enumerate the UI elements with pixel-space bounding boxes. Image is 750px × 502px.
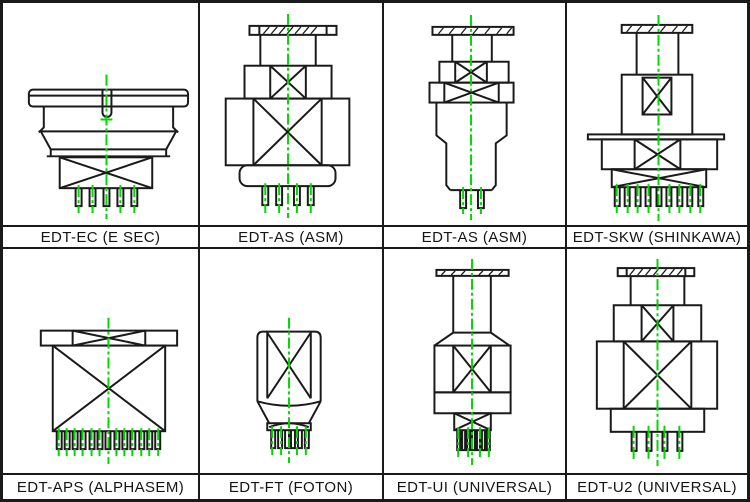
edt-u2-figure — [595, 259, 719, 466]
edt-as-1-drawing — [200, 3, 382, 225]
edt-as-1-centerlines — [264, 13, 312, 219]
knurl-hatch — [629, 268, 683, 276]
edt-skw-outline — [586, 23, 726, 208]
edt-ec-centerlines — [77, 74, 136, 220]
cell-edt-ft: EDT-FT (FOTON) — [200, 249, 384, 499]
edt-skw-drawing — [567, 3, 747, 225]
edt-skw-centerlines — [615, 14, 702, 222]
edt-as-2-figure — [428, 14, 515, 221]
edt-as-2-outline — [428, 25, 515, 210]
edt-aps-drawing — [3, 249, 198, 473]
knurl-hatch — [262, 26, 318, 35]
cell-edt-ec: EDT-EC (E SEC) — [3, 3, 200, 249]
cell-edt-aps: EDT-APS (ALPHASEM) — [3, 249, 200, 499]
edt-skw-label: EDT-SKW (SHINKAWA) — [567, 225, 747, 247]
knurl-hatch — [440, 270, 504, 276]
edt-ft-drawing — [200, 249, 382, 473]
cell-edt-as-2: EDT-AS (ASM) — [384, 3, 567, 249]
edt-ui-label: EDT-UI (UNIVERSAL) — [384, 473, 565, 499]
edt-skw-figure — [586, 14, 726, 222]
label-text: EDT-UI (UNIVERSAL) — [396, 478, 553, 496]
edt-ui-figure — [433, 258, 512, 466]
label-text: EDT-SKW (SHINKAWA) — [572, 228, 742, 246]
label-text: EDT-U2 (UNIVERSAL) — [577, 478, 737, 496]
knurl-hatch — [437, 27, 513, 35]
edt-as-2-label: EDT-AS (ASM) — [384, 225, 565, 247]
label-text: EDT-AS (ASM) — [238, 228, 344, 246]
edt-as-1-figure — [224, 13, 351, 219]
edt-aps-centerlines — [57, 317, 160, 465]
edt-aps-label: EDT-APS (ALPHASEM) — [3, 473, 198, 499]
edt-u2-centerlines — [632, 259, 681, 466]
edt-ft-outline — [256, 330, 322, 450]
knurl-hatch — [626, 25, 688, 33]
label-text: EDT-AS (ASM) — [421, 228, 528, 246]
label-text: EDT-APS (ALPHASEM) — [16, 478, 185, 496]
edt-as-1-outline — [224, 24, 351, 207]
edt-ec-figure — [27, 74, 190, 220]
edt-as-2-drawing — [384, 3, 565, 225]
edt-u2-drawing — [567, 249, 747, 473]
edt-ec-label: EDT-EC (E SEC) — [3, 225, 198, 247]
label-text: EDT-EC (E SEC) — [40, 228, 161, 246]
edt-ec-outline — [27, 88, 190, 208]
edt-ft-centerlines — [271, 317, 307, 464]
edt-as-2-centerlines — [462, 14, 482, 221]
edt-as-1-label: EDT-AS (ASM) — [200, 225, 382, 247]
edt-ui-centerlines — [457, 258, 490, 466]
edt-ft-figure — [256, 317, 322, 464]
label-text: EDT-FT (FOTON) — [228, 478, 354, 496]
cell-edt-skw: EDT-SKW (SHINKAWA) — [567, 3, 747, 249]
cell-edt-u2: EDT-U2 (UNIVERSAL) — [567, 249, 747, 499]
edt-ft-label: EDT-FT (FOTON) — [200, 473, 382, 499]
edt-ui-drawing — [384, 249, 565, 473]
edt-u2-label: EDT-U2 (UNIVERSAL) — [567, 473, 747, 499]
edt-ec-drawing — [3, 3, 198, 225]
cell-edt-as-1: EDT-AS (ASM) — [200, 3, 384, 249]
edt-aps-figure — [39, 317, 179, 465]
cell-edt-ui: EDT-UI (UNIVERSAL) — [384, 249, 567, 499]
